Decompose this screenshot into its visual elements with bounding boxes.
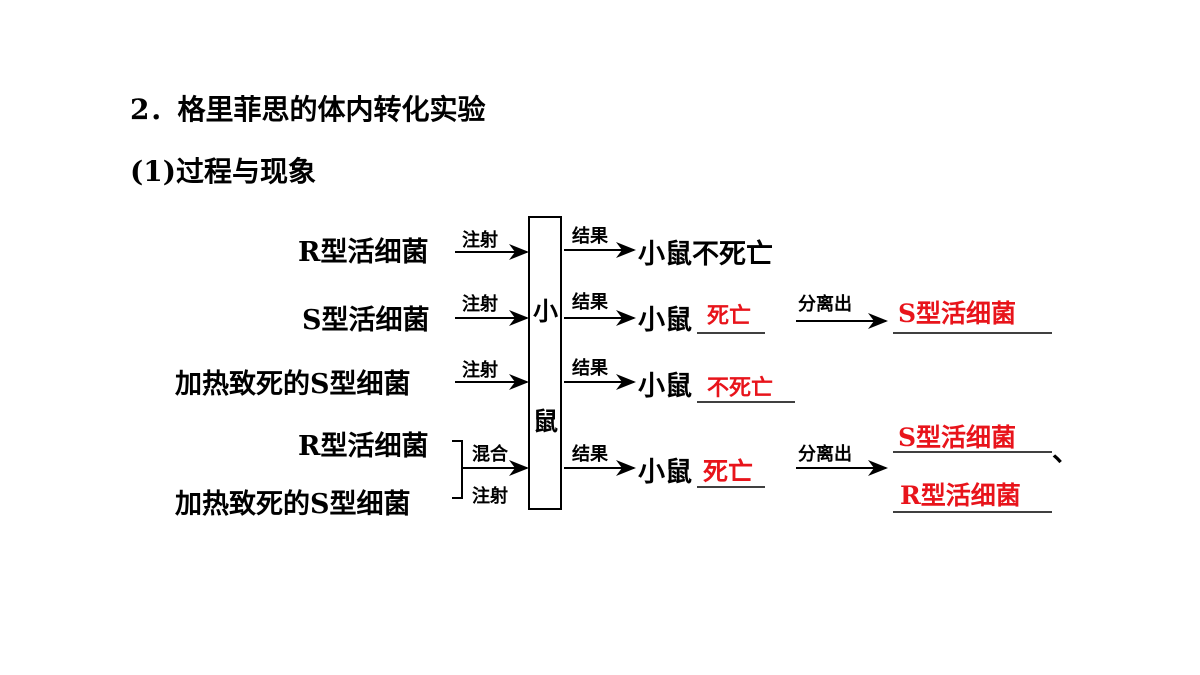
label-result-4: 结果 bbox=[572, 444, 608, 465]
result-row3-mouse: 小鼠 bbox=[638, 371, 692, 402]
label-inject-1: 注射 bbox=[462, 230, 498, 251]
result-row4-separated-2: R型活细菌 bbox=[900, 481, 1021, 510]
label-separate-4: 分离出 bbox=[798, 444, 852, 465]
mouse-box bbox=[528, 216, 562, 510]
source-mix-r-live: R型活细菌 bbox=[298, 431, 429, 462]
result-row4-mouse: 小鼠 bbox=[638, 457, 692, 488]
label-result-3: 结果 bbox=[572, 358, 608, 379]
label-inject-3: 注射 bbox=[462, 360, 498, 381]
mouse-box-char-2: 鼠 bbox=[533, 407, 559, 436]
result-row4-separated-1: S型活细菌 bbox=[898, 423, 1017, 452]
label-result-1: 结果 bbox=[572, 226, 608, 247]
label-mix: 混合 bbox=[472, 444, 508, 465]
section-title: 2．格里菲思的体内转化实验 bbox=[130, 93, 486, 126]
result-row3-answer: 不死亡 bbox=[707, 375, 774, 401]
mouse-box-char-1: 小 bbox=[533, 297, 559, 326]
label-inject-2: 注射 bbox=[462, 294, 498, 315]
source-mix-s-heat-killed: 加热致死的S型细菌 bbox=[175, 489, 411, 520]
result-row4-separator: 、 bbox=[1052, 437, 1079, 468]
source-s-heat-killed: 加热致死的S型细菌 bbox=[175, 369, 411, 400]
result-row4-answer: 死亡 bbox=[703, 457, 754, 486]
source-s-live: S型活细菌 bbox=[302, 305, 430, 336]
result-row2-separated: S型活细菌 bbox=[898, 299, 1017, 328]
label-separate-2: 分离出 bbox=[798, 294, 852, 315]
label-result-2: 结果 bbox=[572, 292, 608, 313]
mix-bracket bbox=[452, 440, 463, 499]
label-inject-4: 注射 bbox=[472, 486, 508, 507]
source-r-live: R型活细菌 bbox=[298, 237, 429, 268]
result-row2-mouse: 小鼠 bbox=[638, 305, 692, 336]
result-row1: 小鼠不死亡 bbox=[638, 239, 773, 270]
result-row2-answer: 死亡 bbox=[707, 303, 752, 329]
subsection-title: (1)过程与现象 bbox=[130, 155, 316, 188]
